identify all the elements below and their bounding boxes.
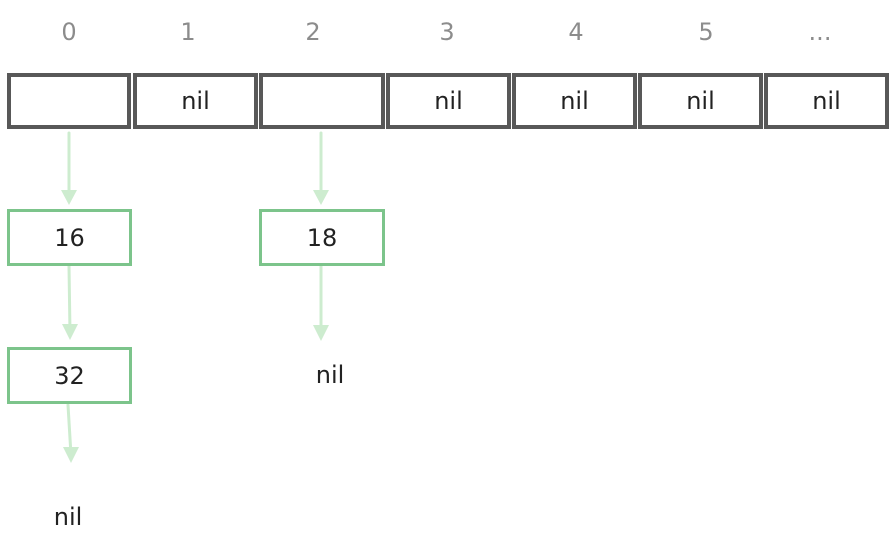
list-node-32: 32 (7, 347, 132, 404)
chain2-end-nil: nil (315, 361, 345, 389)
chain0-end-nil: nil (53, 503, 83, 531)
index-label-3: 3 (439, 18, 455, 46)
index-label-2: 2 (305, 18, 321, 46)
bucket-6: nil (764, 73, 889, 129)
index-label-4: 4 (568, 18, 584, 46)
index-label-5: 5 (698, 18, 714, 46)
index-label-0: 0 (61, 18, 77, 46)
bucket-4: nil (512, 73, 637, 129)
bucket-3: nil (386, 73, 511, 129)
index-label-ellipsis: ... (808, 18, 832, 46)
index-label-1: 1 (180, 18, 196, 46)
list-node-18: 18 (259, 209, 385, 266)
bucket-1: nil (133, 73, 258, 129)
bucket-5: nil (638, 73, 763, 129)
arrow-32-to-nil (66, 403, 73, 457)
arrow-16-to-32 (67, 264, 72, 335)
bucket-0 (7, 73, 131, 129)
bucket-2 (259, 73, 385, 129)
list-node-16: 16 (7, 209, 132, 266)
